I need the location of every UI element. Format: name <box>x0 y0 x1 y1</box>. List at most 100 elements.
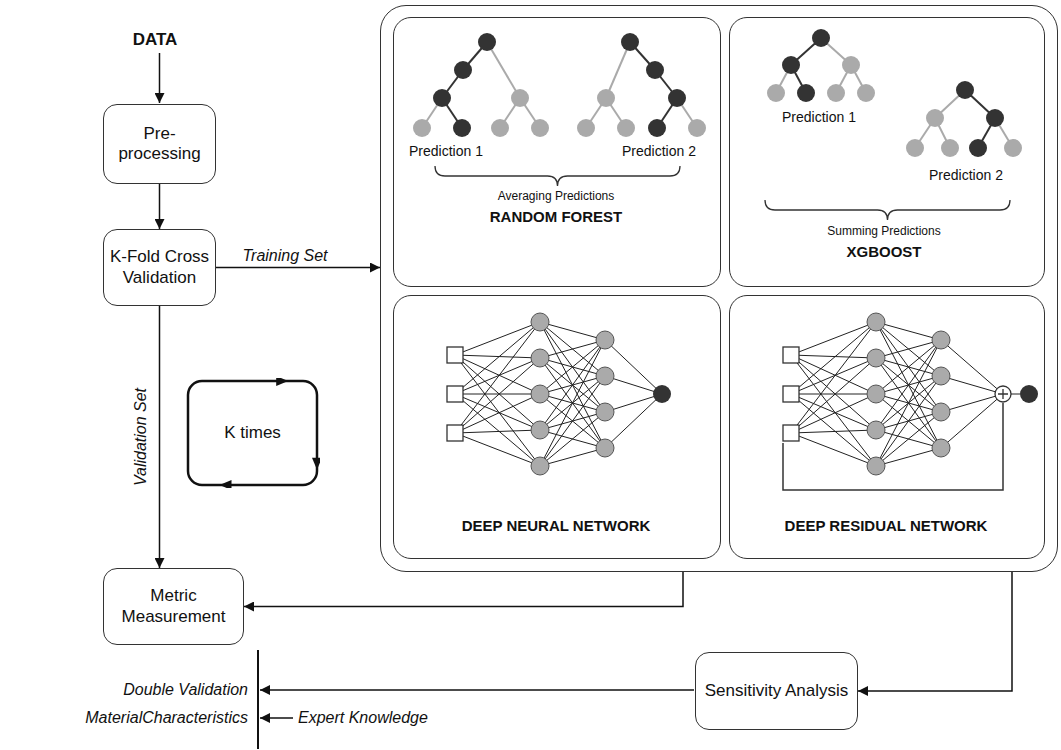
hidden-unit <box>932 403 950 421</box>
tree-node <box>491 119 509 137</box>
network-link <box>540 412 605 466</box>
tree-node <box>413 119 431 137</box>
flow-arrow <box>159 306 161 568</box>
hidden-unit <box>932 439 950 457</box>
tree-node <box>941 139 959 157</box>
tree-node <box>453 119 471 137</box>
loop-arrowhead <box>220 480 232 488</box>
network-link <box>941 394 1003 448</box>
network-link <box>540 322 605 340</box>
tree-node <box>648 119 666 137</box>
tree-node <box>577 119 595 137</box>
network-link <box>941 376 1003 394</box>
network-link <box>876 322 941 340</box>
hidden-unit <box>531 385 549 403</box>
tree-node <box>767 84 785 102</box>
input-unit <box>447 386 463 402</box>
model-title: XGBOOST <box>846 243 921 260</box>
process-box: Metric Measurement <box>103 568 244 645</box>
tree-branch <box>487 42 520 98</box>
combine-label: Averaging Predictions <box>498 190 615 204</box>
network-link <box>540 322 605 412</box>
network-link <box>540 340 605 358</box>
hidden-unit <box>867 457 885 475</box>
network-link <box>455 322 540 394</box>
hidden-unit <box>867 421 885 439</box>
network-link <box>876 376 941 466</box>
model-box: DEEP NEURAL NETWORK <box>393 295 721 559</box>
network-link <box>876 322 941 376</box>
model-box: Prediction 1Prediction 2Averaging Predic… <box>393 17 721 287</box>
hidden-unit <box>596 331 614 349</box>
network-link <box>455 358 540 394</box>
prediction-label: Prediction 1 <box>782 109 856 125</box>
loop-arrow <box>188 381 317 485</box>
knowledge-label: Expert Knowledge <box>298 709 428 727</box>
network-link <box>791 322 876 394</box>
output-label: MaterialCharacteristics <box>85 709 248 727</box>
box-label: Sensitivity Analysis <box>705 681 849 701</box>
network-link <box>1011 394 1020 395</box>
tree-node <box>812 29 830 47</box>
network-link <box>791 358 876 433</box>
model-title: RANDOM FOREST <box>490 208 623 225</box>
network-link <box>455 433 540 466</box>
tree-node <box>531 119 549 137</box>
tree-node <box>842 56 860 74</box>
model-box: DEEP RESIDUAL NETWORK <box>729 295 1045 559</box>
tree-node <box>969 139 987 157</box>
tree-node <box>646 61 664 79</box>
network-link <box>540 448 605 466</box>
output-unit <box>653 385 671 403</box>
network-link <box>941 340 1003 394</box>
network-link <box>876 322 941 448</box>
network-link <box>791 358 876 394</box>
model-title: DEEP RESIDUAL NETWORK <box>785 517 988 534</box>
loop-symbol: K times <box>185 378 320 488</box>
output-arrow <box>260 689 694 691</box>
network-link <box>876 448 941 466</box>
tree-node <box>986 109 1004 127</box>
tree-node <box>857 84 875 102</box>
network-link <box>540 322 605 376</box>
network-link <box>455 355 540 394</box>
output-label: Double Validation <box>123 681 248 699</box>
input-unit <box>783 425 799 441</box>
flow-arrow <box>159 184 161 229</box>
network-link <box>791 355 876 394</box>
network-graph <box>783 313 1038 475</box>
prediction-label: Prediction 2 <box>622 143 696 159</box>
tree-node <box>906 139 924 157</box>
network-link <box>605 394 662 448</box>
hidden-unit <box>596 439 614 457</box>
hidden-unit <box>531 457 549 475</box>
input-unit <box>783 347 799 363</box>
box-label: K-Fold Cross Validation <box>108 247 211 288</box>
hidden-unit <box>531 313 549 331</box>
edge-label: Training Set <box>240 247 329 265</box>
decision-tree <box>767 29 875 102</box>
network-link <box>455 358 540 433</box>
network-link <box>540 376 605 466</box>
decision-tree <box>577 33 706 137</box>
hidden-unit <box>867 385 885 403</box>
network-link <box>540 322 605 448</box>
tree-node <box>621 33 639 51</box>
tree-node <box>617 119 635 137</box>
box-label: K times <box>224 423 281 443</box>
network-link <box>876 322 941 412</box>
tree-node <box>454 61 472 79</box>
network-link <box>540 340 605 466</box>
input-label: DATA <box>133 30 178 50</box>
model-illustrations <box>413 29 1038 475</box>
hidden-unit <box>596 367 614 385</box>
network-link <box>876 340 941 394</box>
tree-node <box>956 81 974 99</box>
edge-label: Validation Set <box>132 386 150 488</box>
network-link <box>791 430 876 433</box>
loop-arrowhead <box>312 458 320 470</box>
output-unit <box>1020 385 1038 403</box>
combine-label: Summing Predictions <box>827 225 940 239</box>
box-label: Metric Measurement <box>108 586 239 627</box>
